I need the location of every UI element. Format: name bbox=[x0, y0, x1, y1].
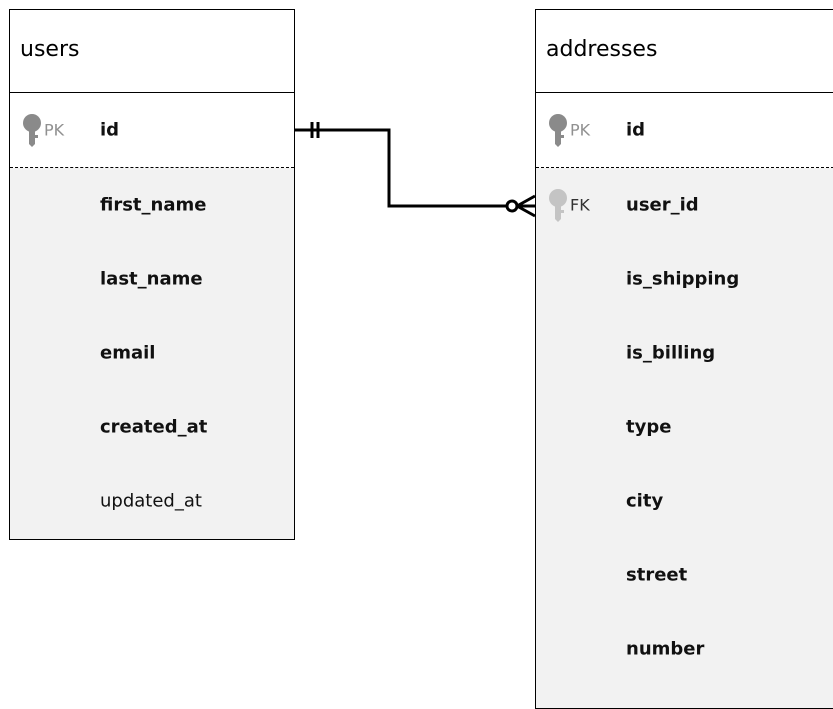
field-name: created_at bbox=[100, 416, 208, 438]
foreign-key-icon bbox=[549, 189, 567, 222]
field-name: street bbox=[626, 564, 688, 586]
zero-mark bbox=[505, 199, 519, 213]
field-name: user_id bbox=[626, 194, 699, 216]
field-row[interactable]: number bbox=[536, 612, 833, 686]
connector-line bbox=[295, 128, 507, 208]
field-name: updated_at bbox=[100, 490, 202, 512]
pk-row[interactable]: PK id bbox=[536, 93, 833, 168]
key-icon bbox=[549, 114, 567, 147]
field-name: number bbox=[626, 638, 705, 660]
field-name: first_name bbox=[100, 194, 207, 216]
pk-label: PK bbox=[44, 120, 65, 140]
field-name: is_billing bbox=[626, 342, 716, 364]
key-icon bbox=[23, 114, 41, 147]
field-name: city bbox=[626, 490, 664, 512]
field-row[interactable]: is_billing bbox=[536, 316, 833, 390]
field-name: is_shipping bbox=[626, 268, 740, 290]
table-title: users bbox=[10, 10, 294, 93]
field-name: email bbox=[100, 342, 156, 364]
field-row[interactable]: street bbox=[536, 538, 833, 612]
field-name: id bbox=[626, 119, 646, 141]
field-row[interactable]: created_at bbox=[10, 390, 294, 464]
field-row[interactable]: FK user_id bbox=[536, 168, 833, 242]
table-title: addresses bbox=[536, 10, 833, 93]
relationship-connector[interactable] bbox=[0, 0, 833, 686]
field-row[interactable]: email bbox=[10, 316, 294, 390]
field-row[interactable]: last_name bbox=[10, 242, 294, 316]
field-row[interactable]: city bbox=[536, 464, 833, 538]
field-name: type bbox=[626, 416, 672, 438]
field-row[interactable]: first_name bbox=[10, 168, 294, 242]
addresses-table[interactable]: addresses PK id FK user_id is_shipping i… bbox=[535, 9, 833, 709]
users-table[interactable]: users PK id first_name last_name email c… bbox=[9, 9, 295, 540]
field-row[interactable]: is_shipping bbox=[536, 242, 833, 316]
field-row[interactable]: updated_at bbox=[10, 464, 294, 538]
pk-row[interactable]: PK id bbox=[10, 93, 294, 168]
crows-foot-mark bbox=[516, 194, 536, 218]
field-row[interactable]: type bbox=[536, 390, 833, 464]
field-name: id bbox=[100, 119, 120, 141]
fk-label: FK bbox=[570, 195, 590, 215]
field-name: last_name bbox=[100, 268, 203, 290]
pk-label: PK bbox=[570, 120, 591, 140]
